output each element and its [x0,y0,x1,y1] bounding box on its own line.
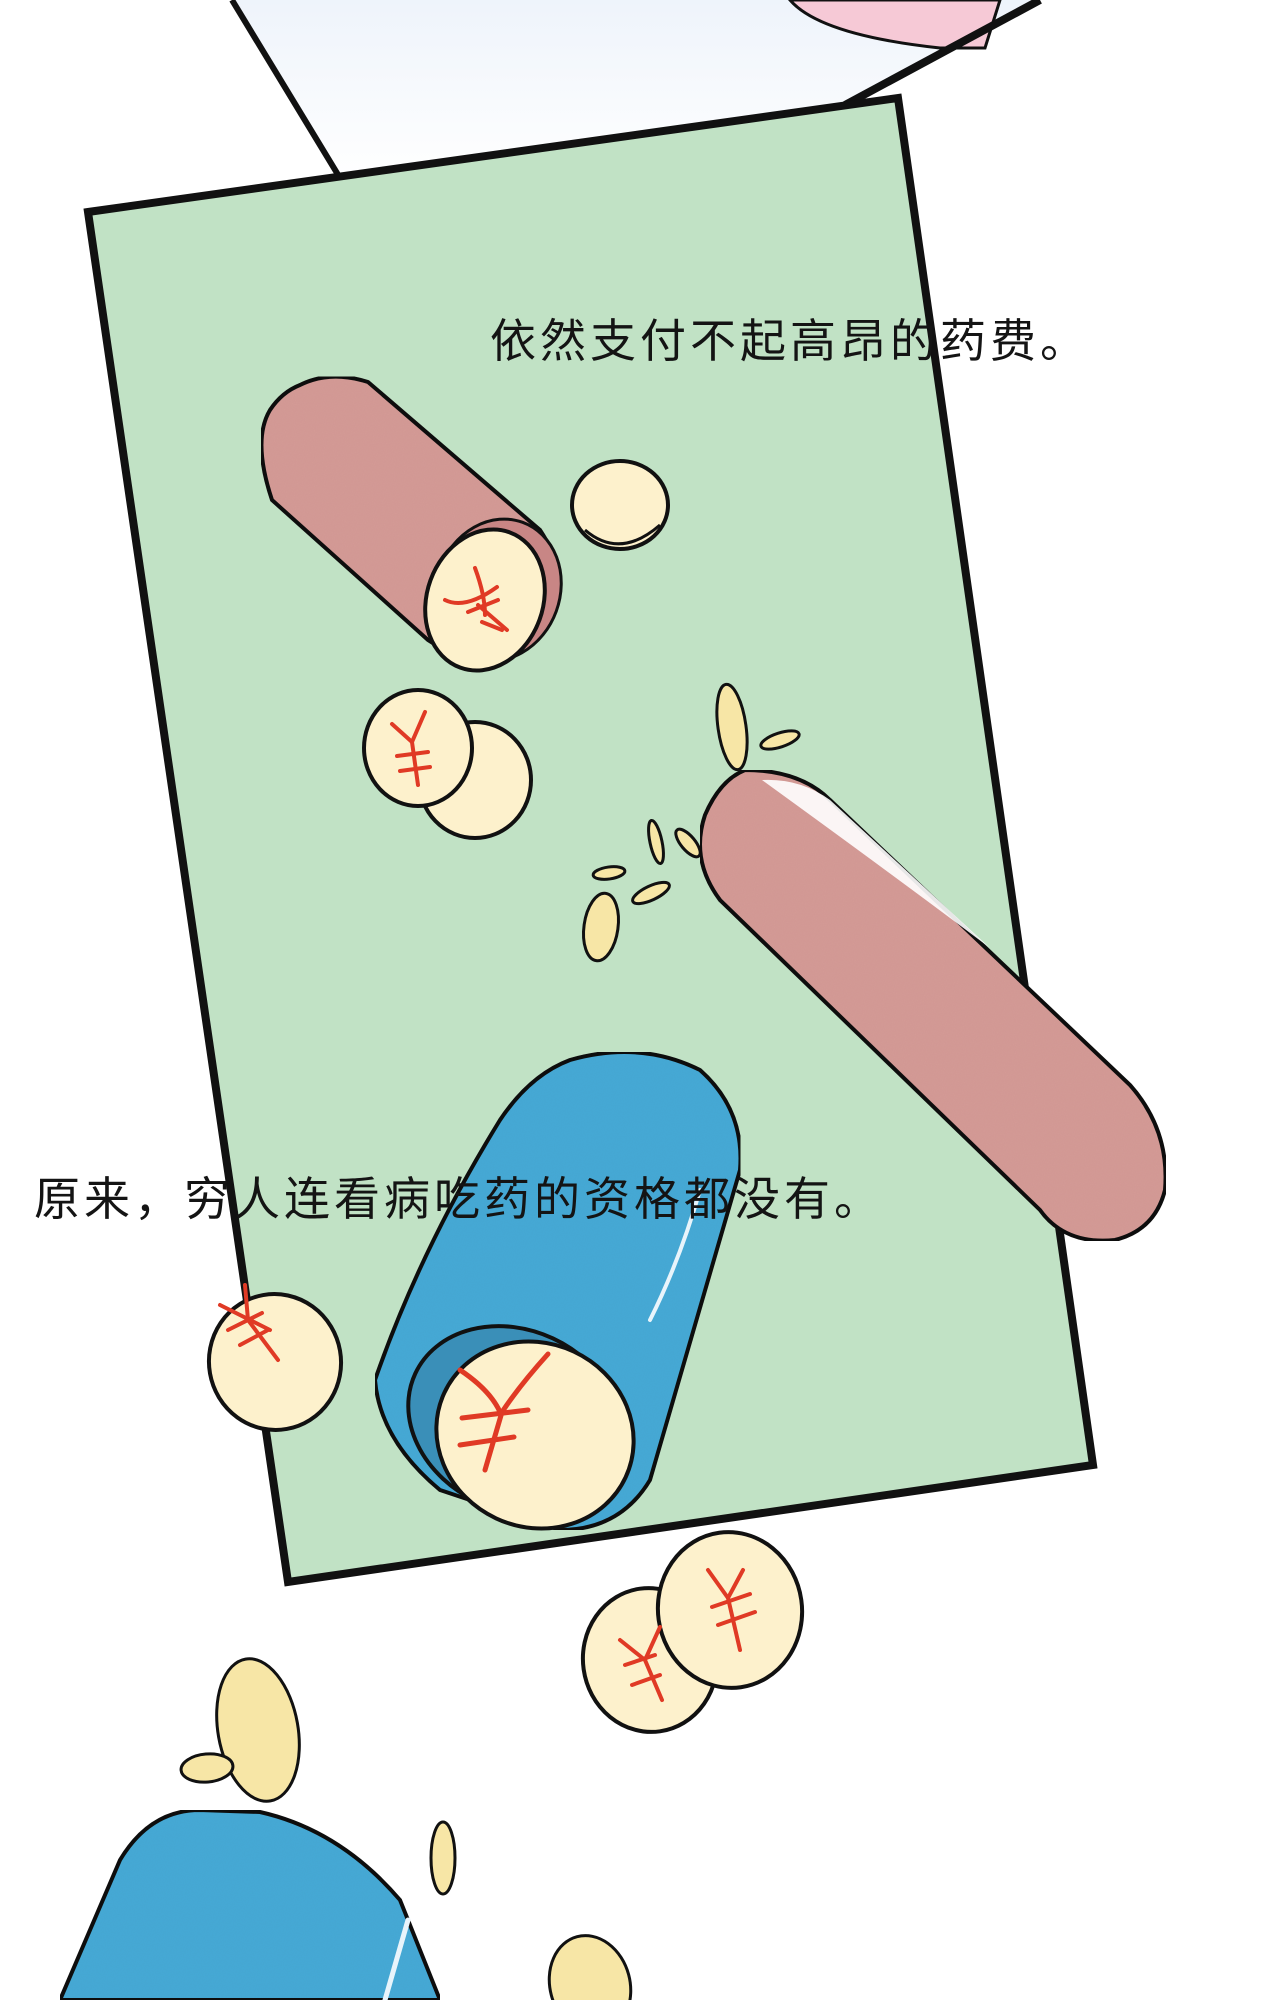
falling-coins [179,1657,633,2000]
yuan-coin-icon [362,688,533,840]
yuan-coin-icon [443,566,509,632]
top-pink-shape [788,0,1002,50]
capsule-pill-icon [372,1050,743,1533]
top-panel [229,0,1042,180]
caption-text: 原来，穷人连看病吃药的资格都没有。 [34,1172,884,1226]
yuan-coin-icon [570,459,670,551]
capsule-pill-icon [698,767,1168,1243]
capsule-pill-icon [259,374,563,673]
yuan-coin-icon [457,1351,551,1473]
caption-text: 依然支付不起高昂的药费。 [490,314,1090,368]
yuan-coin-icon [580,1530,805,1734]
capsule-pill-icon [57,1807,443,2000]
yuan-coin-icon [206,1283,344,1432]
coin-slivers [582,682,801,963]
